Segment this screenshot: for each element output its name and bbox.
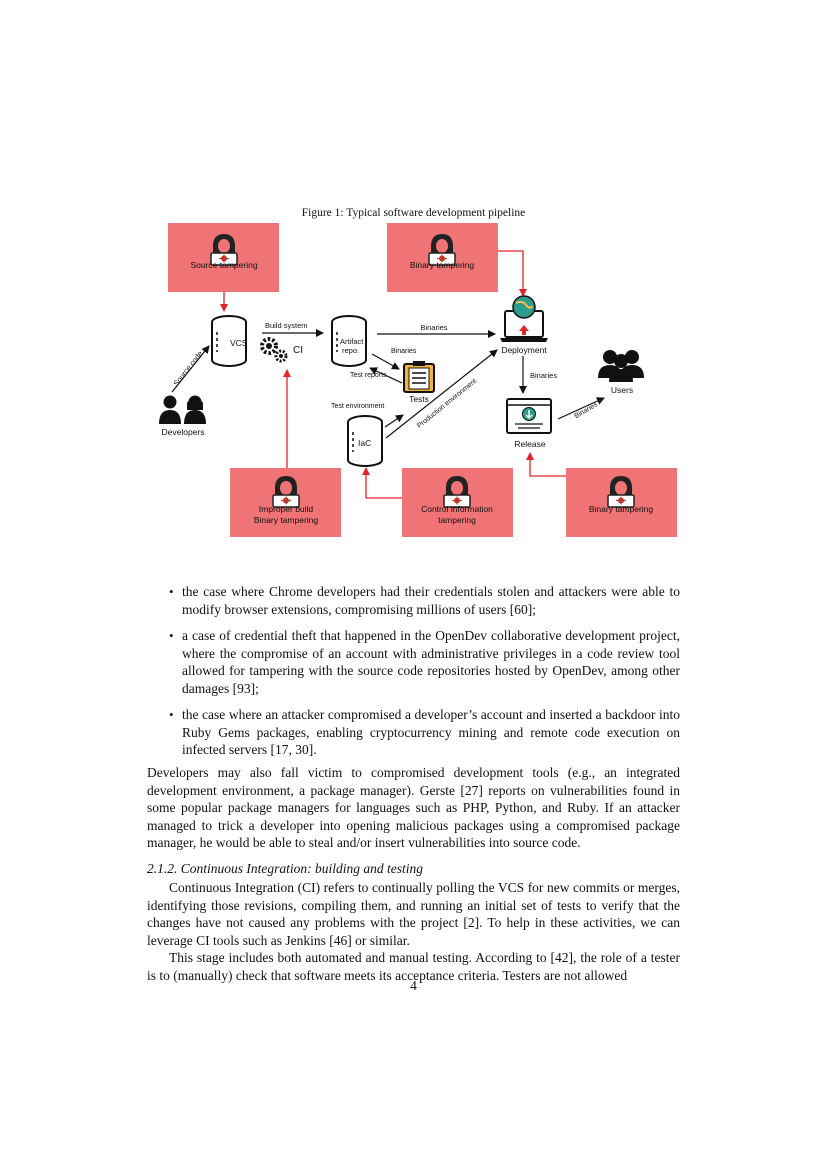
threat-box-binary-tampering-top: Binary tampering — [387, 223, 498, 292]
figure-caption: Figure 1: Typical software development p… — [301, 207, 526, 219]
laptop-globe-icon — [500, 295, 548, 342]
deployment-node: Deployment — [500, 295, 548, 355]
threat-label-control-info: Control information — [421, 504, 493, 514]
threat-label-binary-top: Binary tampering — [410, 260, 475, 270]
paragraph: Continuous Integration (CI) refers to co… — [147, 880, 680, 948]
bullet-text: the case where Chrome developers had the… — [182, 584, 680, 617]
edge-label-binaries-top: Binaries — [420, 323, 447, 332]
iac-label: IaC — [358, 438, 371, 448]
gears-icon — [260, 337, 288, 363]
deployment-label: Deployment — [501, 345, 547, 355]
artifact-label: Artifact — [340, 337, 364, 346]
threat-label-binary-right: Binary tampering — [589, 504, 654, 514]
bullet-dot: • — [169, 584, 174, 599]
vcs-label: VCS — [230, 338, 248, 348]
hacker-icon — [272, 475, 300, 508]
edge-label-binaries-tests: Binaries — [391, 348, 417, 355]
bullet-dot: • — [169, 707, 174, 722]
edge-label-test-environment: Test environment — [331, 403, 384, 410]
threat-arrows — [220, 250, 566, 499]
flow-edges — [171, 329, 605, 439]
section-body: Continuous Integration (CI) refers to co… — [147, 879, 680, 984]
paragraph: Developers may also fall victim to compr… — [147, 765, 680, 850]
threat-label-source: Source tampering — [190, 260, 257, 270]
artifact-label-2: repo. — [342, 346, 359, 355]
edge-label-test-reports: Test reports — [350, 372, 387, 379]
release-label: Release — [514, 439, 545, 449]
ci-node: CI — [260, 337, 303, 363]
iac-node: IaC — [347, 415, 383, 467]
threat-box-binary-tampering-right: Binary tampering — [566, 468, 677, 537]
bullet-list: • the case where Chrome developers had t… — [147, 583, 680, 768]
paragraph: This stage includes both automated and m… — [147, 950, 680, 983]
users-node: Users — [598, 350, 644, 395]
section-heading: 2.1.2. Continuous Integration: building … — [147, 861, 423, 876]
bullet-dot: • — [169, 628, 174, 643]
release-node: Release — [506, 398, 552, 449]
hacker-icon — [607, 475, 635, 508]
threat-box-improper-build: Improper build Binary tampering — [230, 468, 341, 537]
list-item: • a case of credential theft that happen… — [147, 627, 680, 697]
users-icon — [598, 350, 644, 382]
developers-icon — [159, 395, 206, 424]
developers-label: Developers — [162, 427, 205, 437]
bullet-text: a case of credential theft that happened… — [182, 628, 680, 696]
threat-box-source-tampering: Source tampering — [168, 223, 279, 292]
edge-label-binaries-release: Binaries — [530, 371, 557, 380]
clipboard-icon — [403, 361, 435, 393]
threat-box-control-information: Control information tampering — [402, 468, 513, 537]
ci-label: CI — [293, 345, 303, 356]
edge-label-build-system: Build system — [265, 321, 308, 330]
threat-label-improper-build: Improper build — [259, 504, 314, 514]
bullet-text: the case where an attacker compromised a… — [182, 707, 680, 757]
list-item: • the case where Chrome developers had t… — [147, 583, 680, 618]
threat-label-improper-build-2: Binary tampering — [254, 515, 319, 525]
edge-label-source-code: Source code — [172, 349, 205, 388]
threat-label-control-info-2: tampering — [438, 515, 476, 525]
download-window-icon — [506, 398, 552, 434]
pipeline-diagram: Source tampering Binary tampering Improp… — [159, 223, 677, 537]
tests-label: Tests — [409, 394, 429, 404]
vcs-node: VCS — [211, 315, 248, 367]
page-number: 4 — [410, 978, 417, 993]
tests-node: Tests — [403, 361, 435, 404]
users-label: Users — [611, 385, 633, 395]
list-item: • the case where an attacker compromised… — [147, 706, 680, 759]
artifact-repo-node: Artifact repo. — [331, 315, 367, 367]
developers-node: Developers — [159, 395, 206, 437]
hacker-icon — [443, 475, 471, 508]
